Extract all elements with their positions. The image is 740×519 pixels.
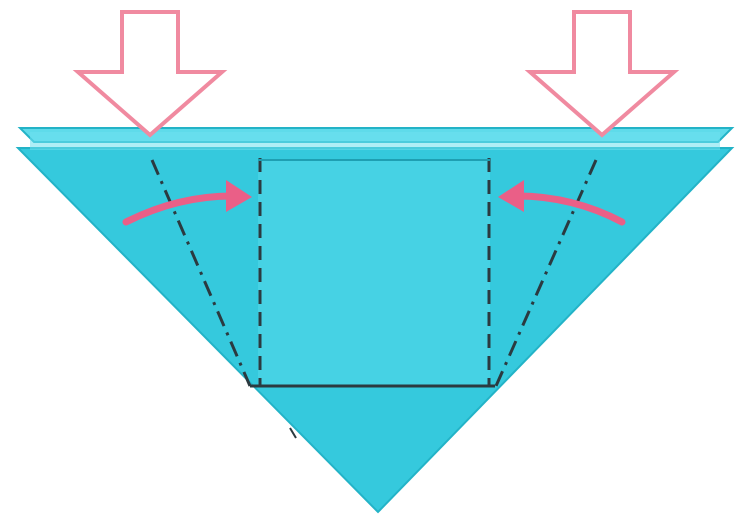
top-edge-band [30,132,720,150]
inner-square-panel [258,160,490,386]
push-down-arrow-icon [530,12,674,135]
push-down-arrow-icon [78,12,222,135]
